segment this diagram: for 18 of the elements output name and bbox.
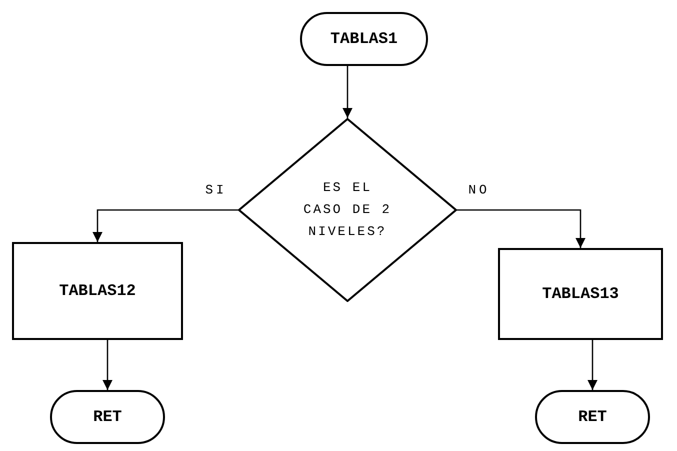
arrow: [588, 340, 598, 390]
node-text: TABLAS1: [330, 29, 398, 50]
edge-label: SI: [205, 181, 227, 200]
node-text: TABLAS12: [59, 281, 136, 302]
node-text: RET: [578, 407, 607, 428]
terminal-box: [50, 390, 165, 444]
decision-text: ES EL CASO DE 2 NIVELES?: [302, 179, 393, 241]
node-text: RET: [93, 407, 122, 428]
terminal-box: [535, 390, 650, 444]
arrow: [102, 340, 112, 390]
process-box: [12, 242, 183, 340]
arrow: [92, 209, 238, 242]
node-text: TABLAS13: [542, 284, 619, 305]
arrow: [457, 209, 586, 248]
terminal-box: [300, 12, 428, 66]
edge-label: NO: [468, 181, 490, 200]
process-box: [498, 248, 663, 340]
arrow: [342, 66, 352, 118]
